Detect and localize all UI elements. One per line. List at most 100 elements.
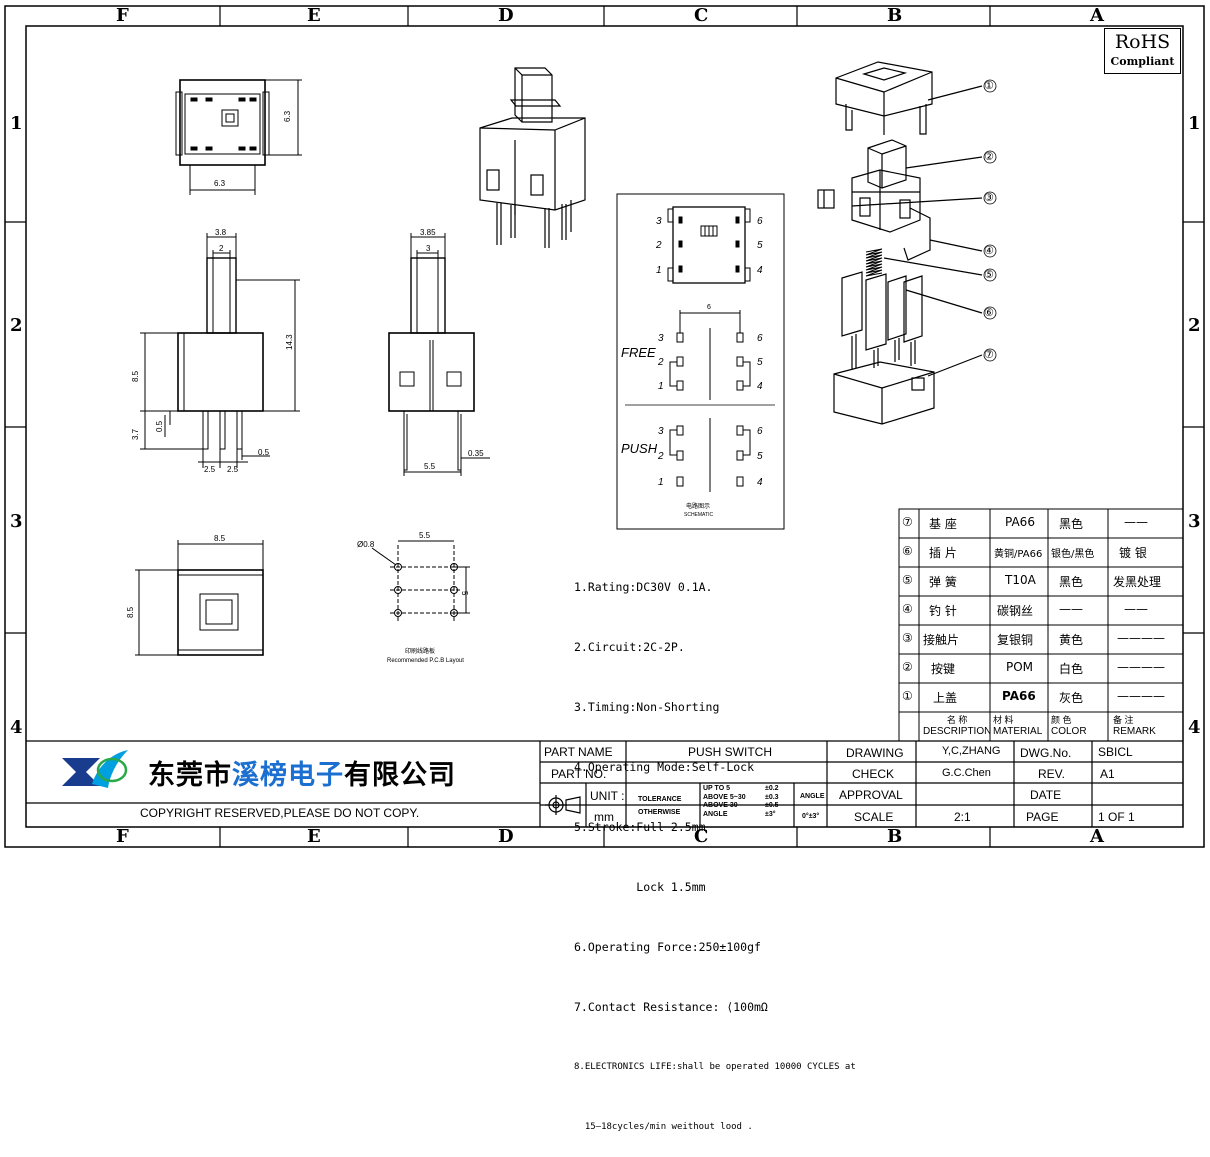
schematic-dim: 6 [707,304,711,311]
tolerance-label: TOLERANCE [638,796,682,803]
dim-pcb-d: Ø0.8 [357,540,375,549]
rohs-title: RoHS [1114,31,1171,53]
zone-col-b-bottom: B [887,826,903,847]
page-label: PAGE [1026,810,1059,824]
callout-5: ⑤ [984,268,994,281]
company-name: 东莞市溪榜电子有限公司 [148,760,456,791]
pcb-caption-en: Recommended P.C.B Layout [387,658,464,664]
spec-2: 2.Circuit:2C-2P. [574,640,685,654]
svg-text:6: 6 [757,216,763,227]
rohs-subtitle: Compliant [1110,55,1175,68]
iso-view [479,67,586,248]
scale-value: 2:1 [954,810,971,824]
dim-front-h3: 3.7 [131,428,140,440]
zone-col-f-bottom: F [116,826,129,847]
label-free: FREE [621,345,656,360]
zone-col-a-bottom: A [1090,826,1104,847]
rev-value: A1 [1100,767,1115,781]
zone-row-2-right: 2 [1188,315,1201,336]
zone-col-d-top: D [498,5,514,26]
svg-text:1: 1 [656,265,662,276]
bom-row: ③ 接触片 复银铜 黄色 ———— [902,631,1165,647]
unit-label: UNIT : [590,789,625,803]
drawing-sheet: 6.3 6.3 3.8 2 14.3 8 [4,5,1205,848]
dim-bottom-h: 8.5 [126,606,135,618]
bom-row: ④ 钓 针 碳钢丝 —— —— [902,602,1148,618]
tol-row: ABOVE 30±0.5 [703,802,779,809]
check-label: CHECK [852,767,895,781]
check-value: G.C.Chen [942,767,991,779]
svg-text:3: 3 [658,426,664,437]
rev-label: REV. [1038,767,1065,781]
svg-text:6: 6 [757,426,763,437]
unit-value: mm [594,810,614,824]
spec-7: 7.Contact Resistance: ⟨100mΩ [574,1000,768,1014]
schematic [616,193,785,530]
company-logo [62,750,128,788]
bom-row: ⑦ 基 座 PA66 黑色 —— [902,515,1148,531]
svg-text:5: 5 [757,451,763,462]
dim-side-w2: 3 [426,244,431,253]
tol-row: UP TO 5±0.2 [703,785,779,792]
tolerance-table: UP TO 5±0.2 ABOVE 5~30±0.3 ABOVE 30±0.5 … [703,785,779,819]
bom-row: ② 按键 POM 白色 ———— [902,660,1165,676]
zone-col-e-top: E [307,5,321,26]
zone-row-1-left: 1 [10,113,23,134]
copyright-notice: COPYRIGHT RESERVED,PLEASE DO NOT COPY. [140,806,420,820]
rohs-badge: RoHS Compliant [1104,28,1181,74]
spec-8b: 15—18cycles/min weithout lood . [574,1122,753,1132]
zone-row-3-left: 3 [10,511,23,532]
spec-5: 5.Stroke:Full 2.5mm [574,820,706,834]
callout-4: ④ [984,244,994,257]
schematic-caption-cn: 电路图示 [686,502,710,510]
svg-text:4: 4 [757,265,763,276]
dim-front-w2: 2 [219,244,224,253]
callout-6: ⑥ [984,306,994,319]
drawing-label: DRAWING [846,746,904,760]
dim-front-h1: 14.3 [285,334,294,350]
otherwise-label: OTHERWISE [638,809,681,816]
date-label: DATE [1030,788,1062,802]
pcb-caption-cn: 印刷线路板 [405,647,435,655]
callout-2: ② [984,150,994,163]
dim-front-h2: 8.5 [131,370,140,382]
schematic-caption-en: SCHEMATIC [684,512,713,518]
callout-3: ③ [984,191,994,204]
svg-text:3: 3 [658,333,664,344]
svg-text:4: 4 [757,381,763,392]
dim-front-p2: 2.5 [227,465,239,474]
svg-text:4: 4 [757,477,763,488]
zone-col-c-bottom: C [694,826,709,847]
bom-row: ① 上盖 PA66 灰色 ———— [902,689,1165,705]
bom-row: ⑥ 插 片 黄铜/PA66 银色/黑色 镀 银 [902,544,1147,560]
svg-text:1: 1 [658,381,664,392]
svg-text:6: 6 [757,333,763,344]
zone-col-e-bottom: E [307,826,321,847]
bom-table [898,508,1184,742]
dim-front-p3: 0.5 [258,448,270,457]
spec-5b: Lock 1.5mm [574,880,706,894]
tol-row: ANGLE±3° [703,810,776,818]
bottom-view [135,540,264,656]
label-push: PUSH [621,441,658,456]
spec-1: 1.Rating:DC30V 0.1A. [574,580,713,594]
exploded-callouts [983,79,997,362]
scale-label: SCALE [854,810,894,824]
svg-text:1: 1 [658,477,664,488]
approval-label: APPROVAL [839,788,903,802]
pcb-layout [371,540,470,622]
svg-text:5: 5 [757,240,763,251]
dim-side-b: 5.5 [424,462,436,471]
page-value: 1 OF 1 [1098,810,1135,824]
spec-3: 3.Timing:Non-Shorting [574,700,720,714]
zone-row-4-left: 4 [10,717,23,738]
dim-pcb-h: 5 [460,591,469,596]
top-view [175,79,302,195]
zone-col-b-top: B [887,5,903,26]
zone-col-d-bottom: D [498,826,514,847]
part-name-label: PART NAME [544,745,613,759]
svg-text:2: 2 [655,240,662,251]
callout-7: ⑦ [984,348,994,361]
dim-pcb-w: 5.5 [419,531,431,540]
spec-list: 1.Rating:DC30V 0.1A. 2.Circuit:2C-2P. 3.… [574,537,856,1157]
